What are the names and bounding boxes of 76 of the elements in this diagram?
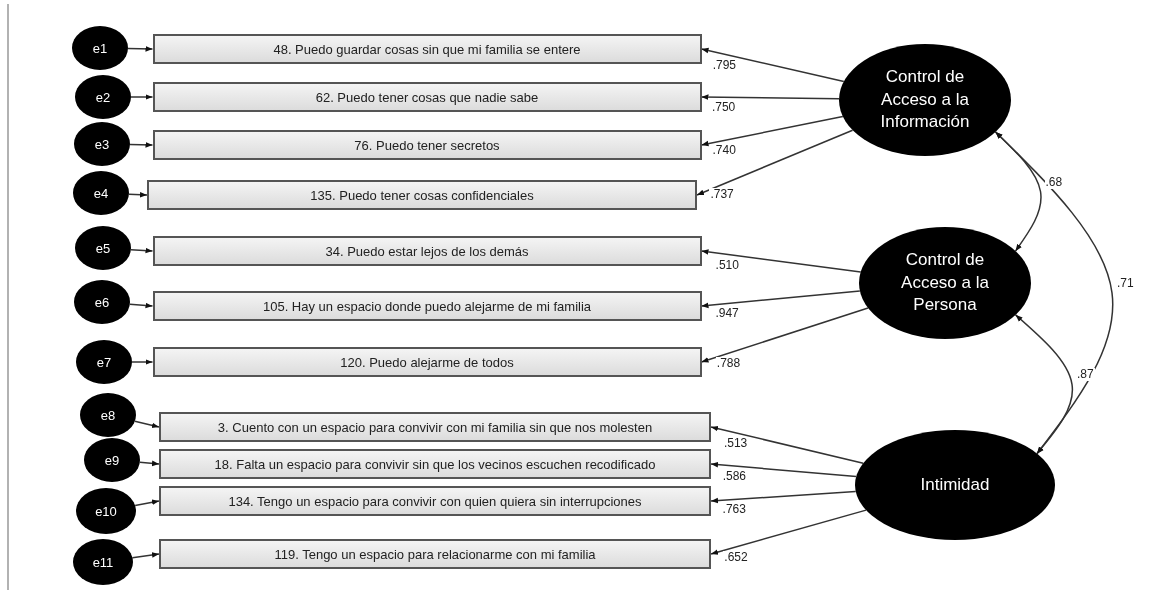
factor-label: e7 bbox=[96, 354, 112, 370]
arrow bbox=[700, 249, 862, 273]
arrow bbox=[696, 129, 854, 196]
arrow bbox=[129, 302, 154, 309]
arrow bbox=[127, 46, 154, 52]
arrow bbox=[710, 509, 867, 555]
factor-label: e3 bbox=[94, 136, 110, 152]
error-ellipse bbox=[84, 438, 140, 482]
arrow bbox=[700, 115, 844, 147]
arrow bbox=[700, 47, 845, 83]
item-text: 34. Puedo estar lejos de los demás bbox=[325, 243, 529, 259]
item-box bbox=[152, 236, 702, 266]
arrow bbox=[129, 142, 154, 148]
edge-label: .71 bbox=[1116, 276, 1135, 290]
item-box bbox=[152, 130, 702, 160]
item-box bbox=[159, 486, 711, 516]
arrow bbox=[700, 307, 869, 363]
arrow bbox=[130, 247, 154, 254]
edge-label: .68 bbox=[1044, 175, 1064, 189]
factor-label: Control de Acceso a la Persona bbox=[900, 248, 990, 317]
factor-label: e5 bbox=[95, 240, 111, 256]
factor-label: Control de Acceso a la Información bbox=[879, 65, 971, 134]
edge-label: .795 bbox=[711, 58, 738, 72]
item-box bbox=[159, 449, 711, 479]
item-text: 119. Tengo un espacio para relacionarme con mi familia bbox=[274, 546, 596, 562]
factor-label: e10 bbox=[95, 503, 117, 519]
error-ellipse bbox=[75, 226, 131, 270]
arrow bbox=[139, 460, 160, 467]
error-ellipse bbox=[73, 171, 129, 215]
item-box bbox=[152, 291, 702, 321]
arrow bbox=[700, 290, 861, 309]
edge-label: .788 bbox=[715, 356, 742, 370]
item-box bbox=[152, 82, 702, 112]
item-text: 105. Hay un espacio donde puedo alejarme de mi familia bbox=[262, 298, 592, 314]
arrow bbox=[134, 499, 160, 507]
double-headed-arrow bbox=[994, 131, 1114, 455]
item-text: 76. Puedo tener secretos bbox=[354, 137, 500, 153]
factor-label: e9 bbox=[104, 452, 120, 468]
arrow bbox=[131, 359, 154, 365]
edge-label: .510 bbox=[714, 258, 740, 272]
item-text: 120. Puedo alejarme de todos bbox=[340, 354, 514, 370]
factor-label: Intimidad bbox=[920, 473, 990, 496]
arrow bbox=[131, 552, 160, 559]
item-box bbox=[159, 412, 711, 442]
error-ellipse bbox=[76, 340, 132, 384]
arrow bbox=[134, 420, 160, 429]
arrow bbox=[130, 94, 154, 100]
arrow bbox=[710, 425, 864, 464]
factor-label: e1 bbox=[92, 40, 108, 56]
item-text: 134. Tengo un espacio para convivir con quien quiera sin interrupciones bbox=[228, 493, 642, 509]
item-box bbox=[159, 539, 711, 569]
error-ellipse bbox=[74, 280, 130, 324]
error-ellipse bbox=[75, 75, 131, 119]
item-text: 48. Puedo guardar cosas sin que mi familia se entere bbox=[273, 41, 581, 57]
item-text: 18. Falta un espacio para convivir sin que los vecinos escuchen recodificado bbox=[214, 456, 656, 472]
item-box bbox=[152, 347, 702, 377]
item-box bbox=[147, 180, 697, 210]
item-box bbox=[152, 34, 702, 64]
factor-label: e8 bbox=[100, 407, 116, 423]
factor-label: e11 bbox=[92, 554, 114, 570]
arrow bbox=[128, 191, 148, 198]
edge-label: .652 bbox=[723, 550, 749, 564]
error-ellipse bbox=[72, 26, 128, 70]
factor-label: e2 bbox=[95, 89, 111, 105]
arrow bbox=[710, 461, 857, 478]
factor-label: e6 bbox=[94, 294, 110, 310]
arrow bbox=[700, 94, 840, 100]
error-ellipse bbox=[74, 122, 130, 166]
item-text: 62. Puedo tener cosas que nadie sabe bbox=[315, 89, 539, 105]
factor-label: e4 bbox=[93, 185, 109, 201]
arrow bbox=[710, 490, 857, 504]
error-ellipse bbox=[80, 393, 136, 437]
edge-label: .737 bbox=[709, 187, 735, 201]
item-text: 3. Cuento con un espacio para convivir con mi familia sin que nos molesten bbox=[217, 419, 653, 435]
item-text: 135. Puedo tener cosas confidenciales bbox=[310, 187, 534, 203]
edge-label: .87 bbox=[1076, 368, 1095, 382]
